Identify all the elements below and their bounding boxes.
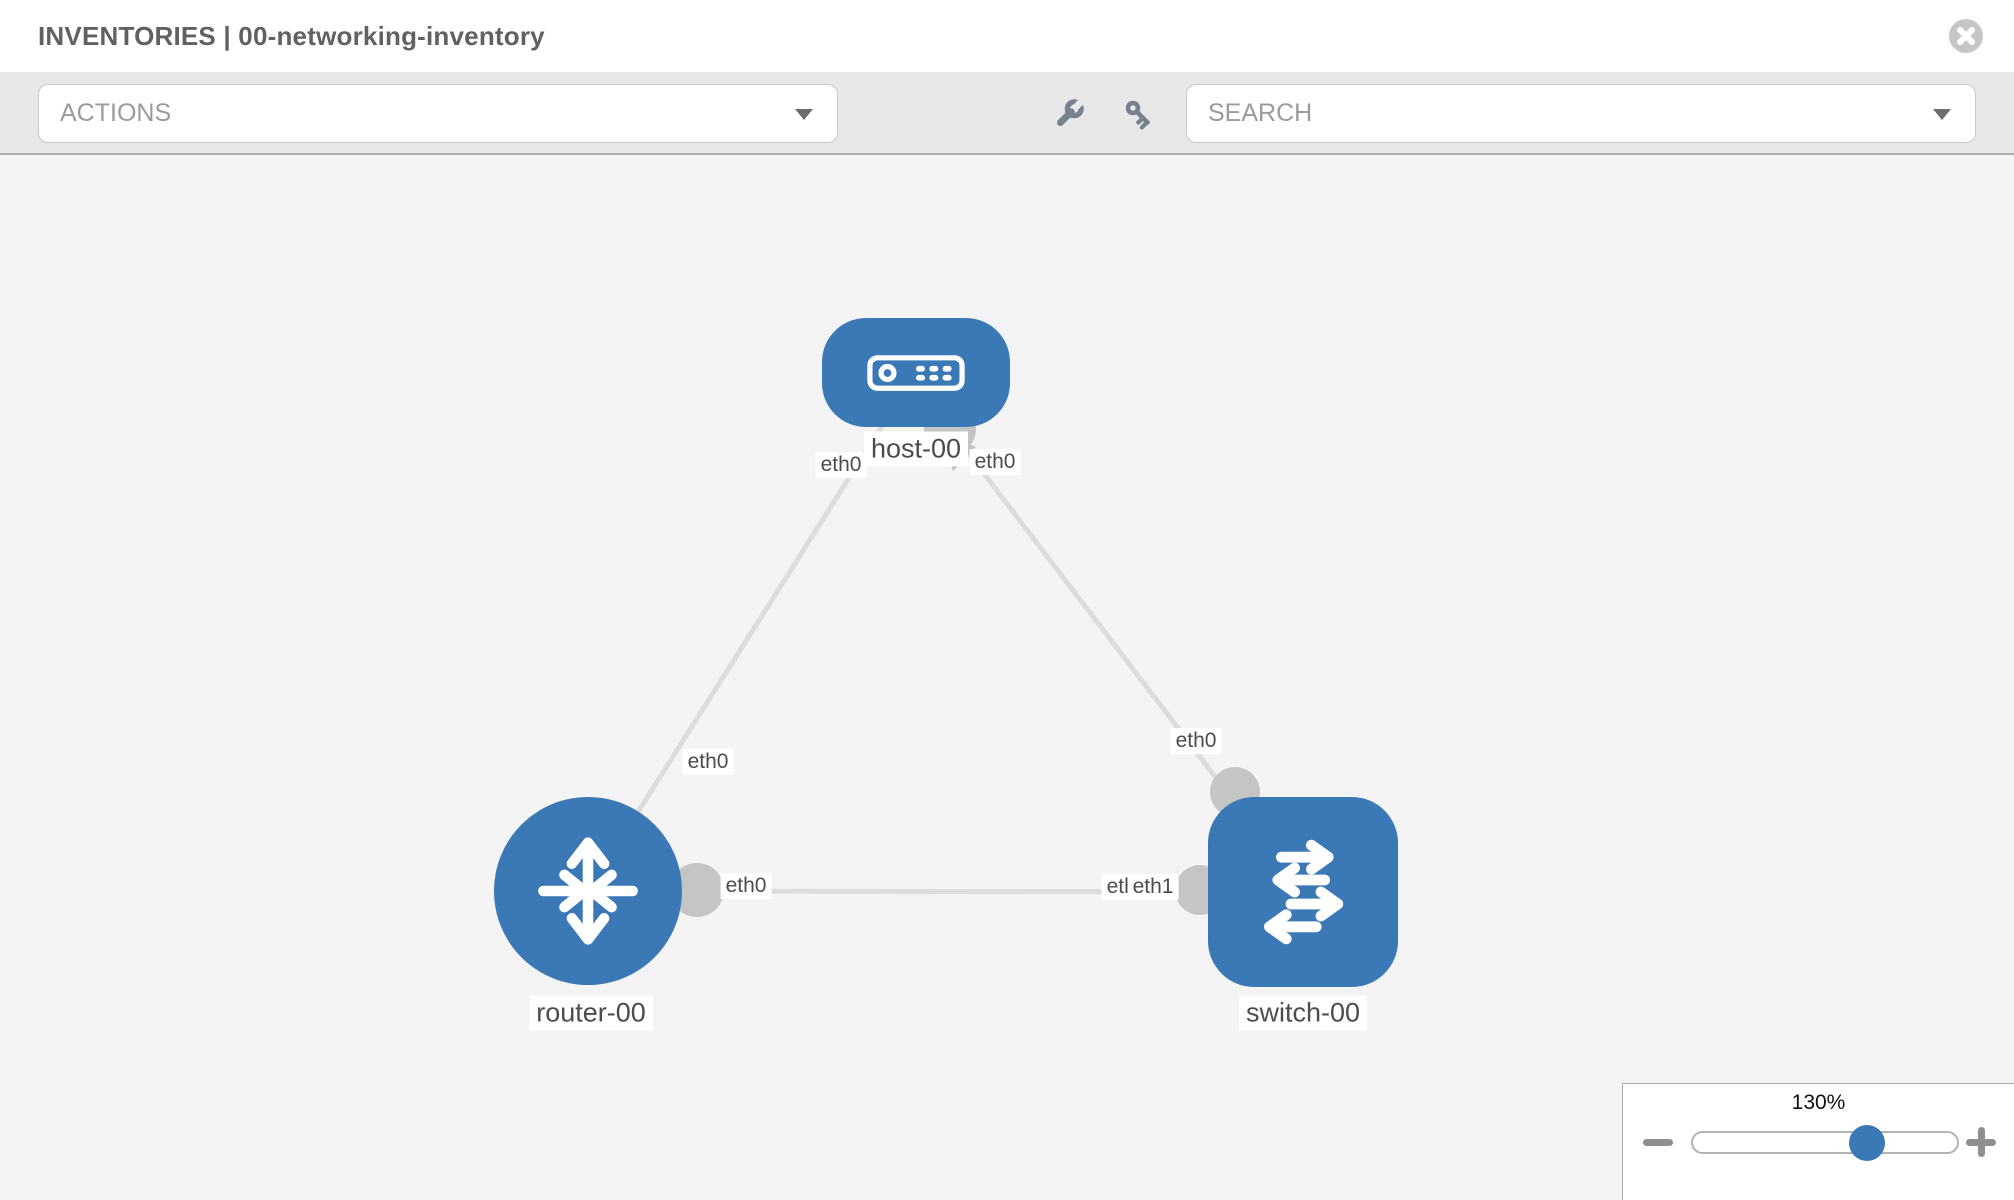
topology-canvas[interactable]: host-00 router-00 switch-00 eth0 eth0 et… (0, 155, 2014, 1200)
minus-icon (1643, 1139, 1673, 1146)
interface-connector (670, 863, 724, 917)
node-switch-00[interactable] (1208, 797, 1398, 987)
port-label: eth0 (720, 873, 772, 899)
key-icon (1125, 100, 1150, 130)
close-button[interactable] (1948, 18, 1984, 54)
node-label-switch-00: switch-00 (1238, 995, 1368, 1031)
configure-button[interactable] (1051, 96, 1087, 132)
topology-links-layer (585, 370, 1305, 917)
actions-dropdown[interactable]: ACTIONS (38, 84, 838, 143)
node-label-router-00: router-00 (529, 995, 653, 1031)
close-icon (1949, 19, 1983, 53)
chevron-down-icon (795, 109, 813, 120)
toolbar: ACTIONS SEARCH (0, 72, 2014, 155)
zoom-out-button[interactable] (1641, 1125, 1675, 1159)
zoom-slider[interactable] (1691, 1124, 1959, 1161)
node-router-00[interactable] (494, 797, 682, 985)
port-label: eth0 (815, 452, 867, 478)
node-host-00[interactable] (822, 318, 1010, 427)
search-dropdown-label: SEARCH (1208, 99, 1313, 127)
port-label: eth0 (969, 449, 1021, 475)
node-label-host-00: host-00 (863, 431, 969, 467)
zoom-slider-thumb[interactable] (1849, 1124, 1885, 1161)
wrench-icon (1056, 98, 1085, 127)
zoom-in-button[interactable] (1964, 1125, 1998, 1159)
credentials-button[interactable] (1121, 96, 1157, 132)
actions-dropdown-label: ACTIONS (60, 99, 172, 127)
modal-header: INVENTORIES | 00-networking-inventory (0, 0, 2014, 72)
zoom-level-label: 130% (1791, 1091, 1846, 1114)
search-dropdown[interactable]: SEARCH (1186, 84, 1976, 143)
router-icon (538, 837, 638, 945)
page-title: INVENTORIES | 00-networking-inventory (38, 21, 545, 51)
switch-icon (1264, 839, 1344, 945)
zoom-panel: 130% (1622, 1083, 2014, 1200)
port-label: eth1 (1127, 874, 1179, 900)
port-label: eth0 (682, 749, 734, 775)
plus-icon (1964, 1125, 1998, 1159)
host-icon (867, 354, 965, 391)
port-label: eth0 (1170, 728, 1222, 754)
chevron-down-icon (1933, 109, 1951, 120)
